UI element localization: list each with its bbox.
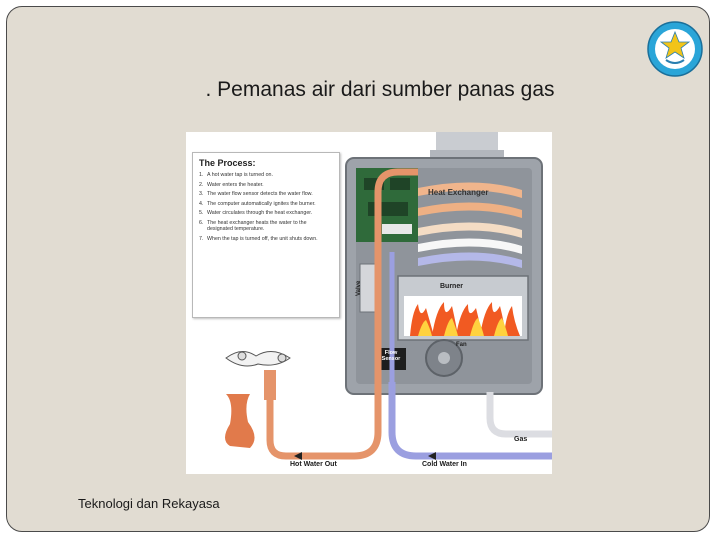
exhaust-vent <box>436 132 498 154</box>
process-heading: The Process: <box>199 158 256 168</box>
process-step: 2.Water enters the heater. <box>199 181 264 188</box>
heat-exchanger-coils <box>418 182 522 268</box>
process-step: 3.The water flow sensor detects the wate… <box>199 191 313 198</box>
hot-flow-arrow <box>294 452 302 460</box>
cold-flow-arrow <box>428 452 436 460</box>
gas-pipe <box>486 392 552 438</box>
fan-label: Fan <box>456 342 467 348</box>
faucet-icon <box>225 351 291 448</box>
water-heater-diagram <box>186 132 552 474</box>
cold-water-in-label: Cold Water In <box>422 461 467 468</box>
process-panel: The Process: 1.A hot water tap is turned… <box>192 152 340 318</box>
slide-title: . Pemanas air dari sumber panas gas <box>205 78 555 101</box>
slide-footer: Teknologi dan Rekayasa <box>78 496 220 511</box>
cold-water-pipe <box>388 382 552 460</box>
process-step: 7.When the tap is turned off, the unit s… <box>199 235 318 242</box>
process-list: 1.A hot water tap is turned on. 2.Water … <box>199 172 333 242</box>
gas-label: Gas <box>514 436 528 443</box>
heat-exchanger-label: Heat Exchanger <box>428 188 489 197</box>
process-step: 5.Water circulates through the heat exch… <box>199 210 313 217</box>
hot-water-out-label: Hot Water Out <box>290 461 337 468</box>
process-step: 1.A hot water tap is turned on. <box>199 172 273 178</box>
process-step: 6.The heat exchanger heats the water to … <box>199 219 307 233</box>
valve-label: Valve <box>356 280 362 296</box>
flames <box>410 302 520 336</box>
burner-label: Burner <box>440 283 463 290</box>
ministry-logo <box>647 21 703 77</box>
hot-water-pipe <box>266 192 382 460</box>
process-step: 4.The computer automatically ignites the… <box>199 200 316 207</box>
